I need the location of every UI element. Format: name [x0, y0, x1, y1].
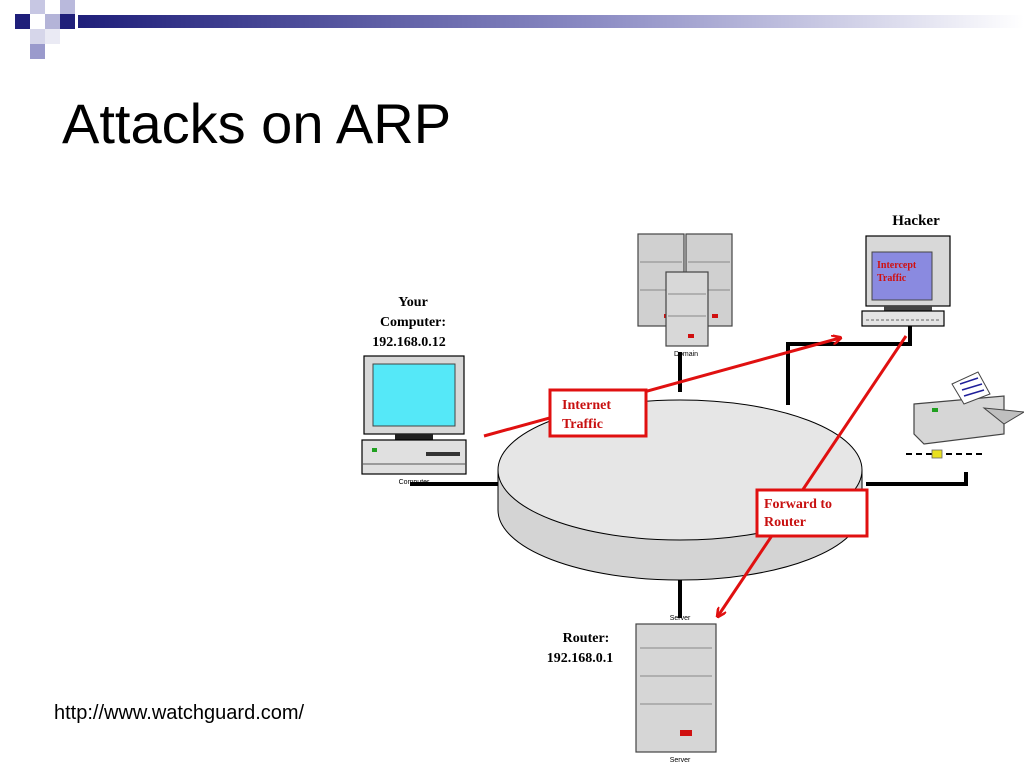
printer-connector [931, 449, 943, 459]
source-link[interactable]: http://www.watchguard.com/ [54, 702, 305, 724]
hacker-screen-line2: Traffic [877, 273, 907, 284]
hacker-label: Hacker [892, 213, 940, 229]
slide-title: Attacks on ARP [62, 92, 452, 155]
header-decoration [15, 0, 1024, 59]
server-led [688, 334, 694, 338]
printer-led [932, 408, 938, 412]
header-square [15, 14, 30, 29]
domain-server [637, 233, 733, 347]
your-computer-ip: 192.168.0.12 [372, 335, 446, 350]
header-square [60, 14, 75, 29]
router-top-caption: Server [670, 615, 691, 622]
your-computer-label-line1: Your [398, 295, 428, 310]
callout-line2: Traffic [562, 417, 603, 432]
computer-case [361, 439, 467, 475]
power-led [372, 448, 377, 452]
drive-slot [426, 452, 460, 456]
router-label: Router: [563, 631, 610, 646]
router-bottom-caption: Server [670, 757, 691, 764]
callout-line1: Forward to [764, 497, 832, 512]
internet-traffic-callout: Internet Traffic [548, 388, 648, 438]
printer [906, 371, 1024, 459]
domain-server-caption: Domain [674, 351, 698, 358]
callout-box [548, 388, 648, 438]
monitor-screen [372, 363, 456, 427]
printer-body [913, 395, 1005, 445]
paper-text [961, 383, 983, 391]
header-square [45, 29, 60, 44]
cable-printer [866, 472, 968, 486]
hacker-computer [861, 235, 951, 327]
header-square [60, 0, 75, 14]
your-computer [361, 355, 467, 475]
your-computer-label-line2: Computer: [380, 315, 446, 330]
header-square [30, 0, 45, 14]
router-led [680, 730, 692, 736]
router-ip: 192.168.0.1 [547, 651, 614, 666]
paper-text [959, 377, 979, 385]
header-square [30, 29, 45, 44]
hacker-stand [884, 306, 932, 311]
network-cables [410, 325, 968, 618]
header-square [30, 44, 45, 59]
server-led [712, 314, 718, 318]
hacker-keyboard [861, 310, 945, 327]
hacker-monitor-screen [871, 251, 933, 301]
callout-line1: Internet [562, 398, 611, 413]
forward-to-router-arrow [718, 335, 908, 616]
internet-traffic-arrow [483, 338, 840, 438]
server-tower-front [665, 271, 709, 347]
cable-hacker [786, 325, 912, 405]
callout-box [755, 488, 869, 538]
header-square [45, 14, 60, 29]
router-tower [635, 623, 717, 753]
forward-to-router-callout: Forward to Router [755, 488, 869, 538]
your-computer-caption: Computer [399, 479, 430, 486]
router-server [635, 623, 717, 753]
hacker-screen-line1: Intercept [877, 260, 917, 271]
header-gradient-bar [78, 15, 1024, 28]
monitor-stand [395, 434, 433, 440]
paper-text [963, 389, 985, 397]
callout-line2: Router [764, 515, 806, 530]
printer-tray [982, 407, 1024, 425]
